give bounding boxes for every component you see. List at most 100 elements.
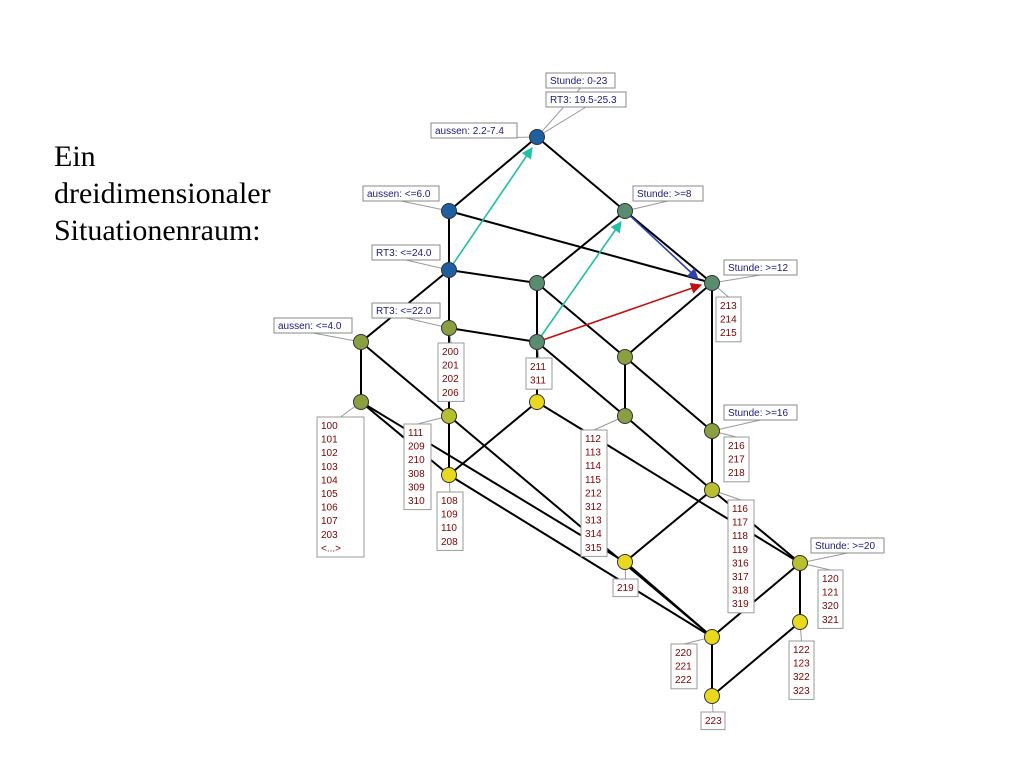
object-label-line: 214 xyxy=(720,315,737,326)
title-line: Situationenraum: xyxy=(54,214,261,247)
object-label-line: 320 xyxy=(822,601,839,612)
object-label-line: 313 xyxy=(585,516,602,527)
object-label-line: 102 xyxy=(321,448,338,459)
attribute-label: Stunde: >=8 xyxy=(637,189,692,200)
lattice-node xyxy=(704,482,720,498)
object-label-line: 309 xyxy=(408,482,425,493)
object-label-line: 317 xyxy=(732,572,749,583)
object-label-line: 119 xyxy=(732,545,748,556)
lattice-node xyxy=(353,394,369,410)
object-label-line: 222 xyxy=(675,675,692,686)
object-label-line: 217 xyxy=(728,455,745,466)
object-label-line: 323 xyxy=(793,686,810,697)
object-label-line: 209 xyxy=(408,442,425,453)
label-leader-line xyxy=(536,106,587,138)
attribute-label: RT3: 19.5-25.3 xyxy=(550,95,617,106)
lattice-node xyxy=(704,423,720,439)
lattice-node xyxy=(704,275,720,291)
lattice-edge xyxy=(448,136,538,212)
attribute-label: aussen: <=6.0 xyxy=(367,189,431,200)
attribute-label: Stunde: 0-23 xyxy=(550,76,608,87)
object-label-line: 208 xyxy=(441,537,458,548)
title-line: dreidimensionaler xyxy=(54,177,271,210)
object-label-line: 212 xyxy=(585,488,602,499)
object-label-line: 319 xyxy=(732,599,749,610)
lattice-edge xyxy=(448,327,538,343)
lattice-node xyxy=(529,275,545,291)
object-label-line: 211 xyxy=(530,362,546,373)
object-label-line: 223 xyxy=(705,716,722,727)
object-label-line: 120 xyxy=(822,574,839,585)
lattice-edge xyxy=(536,341,626,417)
lattice-edge xyxy=(624,489,713,563)
object-label-box xyxy=(437,342,465,402)
lattice-edge xyxy=(711,489,801,564)
object-label-box xyxy=(700,711,726,731)
lattice-node xyxy=(617,203,633,219)
object-label-line: 315 xyxy=(585,543,602,554)
attribute-label-box xyxy=(723,404,798,421)
lattice-edge xyxy=(536,401,801,564)
lattice-node xyxy=(529,394,545,410)
object-label-line: 118 xyxy=(732,531,748,542)
lattice-edge xyxy=(536,210,626,284)
highlight-arrow xyxy=(536,221,622,343)
lattice-node xyxy=(441,467,457,483)
lattice-edge xyxy=(624,561,713,638)
object-label-line: 123 xyxy=(793,659,810,670)
attribute-label-box xyxy=(545,91,627,108)
lattice-node xyxy=(617,554,633,570)
lattice-edge xyxy=(624,356,713,432)
highlight-arrows xyxy=(448,147,703,343)
object-label-line: 308 xyxy=(408,469,425,480)
object-label-line: 121 xyxy=(822,588,839,599)
lattice-edge xyxy=(536,136,626,212)
object-label-box xyxy=(788,640,815,700)
object-label-line: 116 xyxy=(732,504,748,515)
attribute-label-box xyxy=(371,302,441,319)
highlight-arrow xyxy=(536,283,703,343)
object-label-line: 316 xyxy=(732,558,749,569)
attribute-label-box xyxy=(362,185,440,202)
object-label-line: 122 xyxy=(793,645,810,656)
lattice-edge xyxy=(536,282,626,358)
lattice-edge xyxy=(711,562,801,638)
object-label-line: 111 xyxy=(408,428,424,439)
object-label-line: 213 xyxy=(720,301,737,312)
object-label-line: 321 xyxy=(822,615,839,626)
label-leader-line xyxy=(400,200,450,212)
attribute-label-box xyxy=(545,72,616,89)
object-label-line: 108 xyxy=(441,496,458,507)
object-label-line: 216 xyxy=(728,441,745,452)
object-label-line: 310 xyxy=(408,496,425,507)
lattice-node xyxy=(617,408,633,424)
attribute-label: RT3: <=24.0 xyxy=(376,248,432,259)
attribute-label-box xyxy=(723,259,798,276)
object-label-box xyxy=(403,423,432,511)
object-label-line: 100 xyxy=(321,421,338,432)
object-label-line: 113 xyxy=(585,448,601,459)
label-leader-line xyxy=(312,332,362,343)
highlight-arrow xyxy=(624,210,699,280)
object-label-line: 210 xyxy=(408,455,425,466)
lattice-edge xyxy=(360,341,450,417)
label-leader-lines xyxy=(312,87,848,713)
lattice-edge xyxy=(624,282,713,358)
lattice-node xyxy=(617,349,633,365)
object-label-line: 312 xyxy=(585,502,602,513)
lattice-node xyxy=(441,203,457,219)
lattice-edge xyxy=(448,401,538,476)
object-label-line: 117 xyxy=(732,518,748,529)
object-label-box xyxy=(316,416,365,558)
lattice-edge xyxy=(624,210,713,284)
slide-title: Ein dreidimensionaler Situationenraum: xyxy=(54,138,271,249)
object-label-line: <...> xyxy=(321,543,341,554)
lattice-node xyxy=(704,629,720,645)
attribute-label-box xyxy=(810,537,885,554)
object-label-line: 107 xyxy=(321,516,338,527)
object-label-line: 215 xyxy=(720,328,737,339)
object-label-box xyxy=(525,357,553,390)
object-label-box xyxy=(670,643,698,690)
